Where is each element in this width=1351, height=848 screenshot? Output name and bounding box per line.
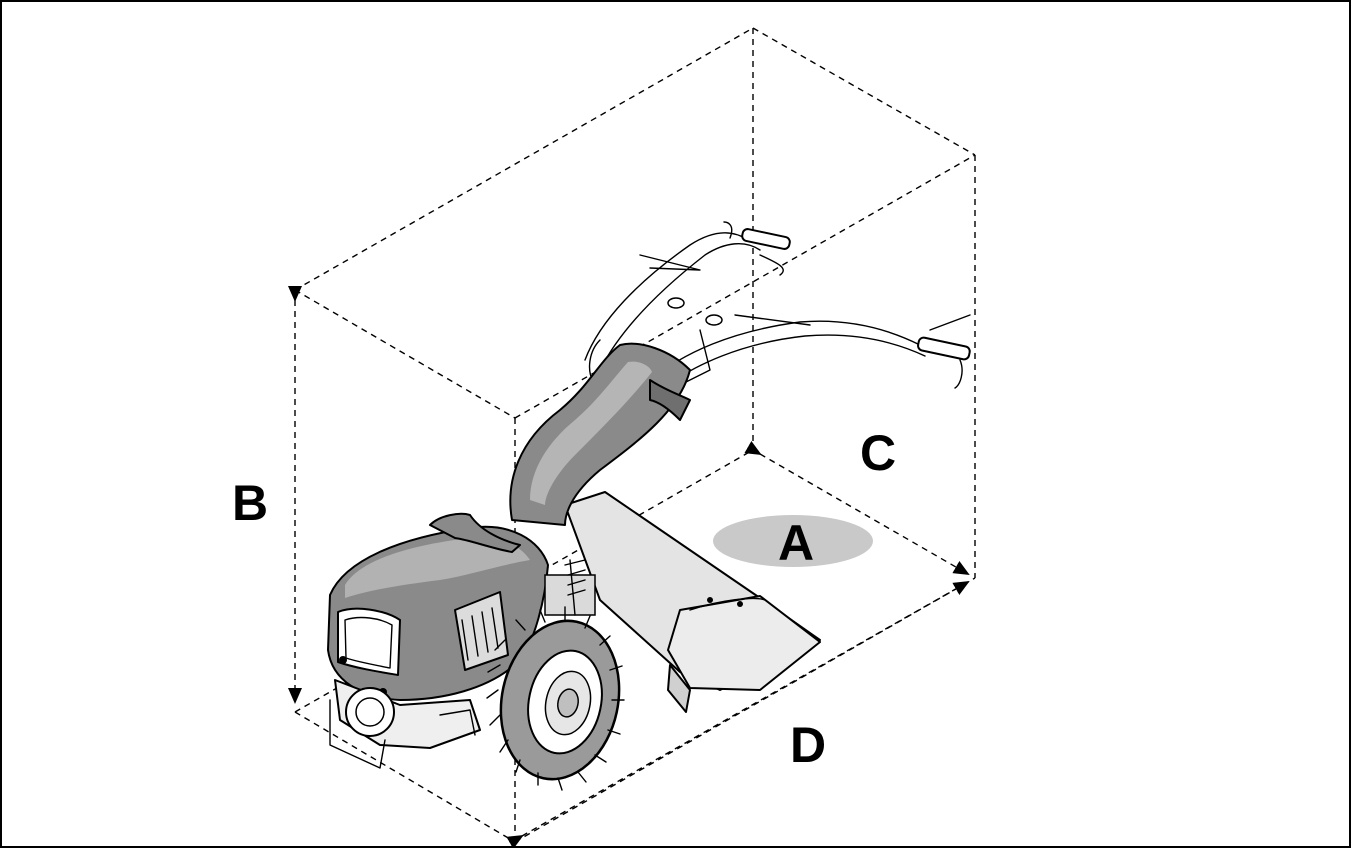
dimension-label-b: B xyxy=(232,475,268,531)
engine-block xyxy=(329,559,596,769)
right-grip xyxy=(917,336,971,361)
tiller-hood xyxy=(564,491,821,713)
tire-treads xyxy=(486,606,625,791)
column-cover xyxy=(509,342,691,526)
length-arrow xyxy=(506,581,970,848)
left-grip xyxy=(741,228,791,250)
width-arrow xyxy=(744,440,970,575)
engine-cover xyxy=(327,512,549,701)
dimension-label-d: D xyxy=(790,717,826,773)
working-area-ellipse xyxy=(713,515,873,567)
wheel xyxy=(486,606,625,791)
dimension-label-c: C xyxy=(860,425,896,481)
dimension-label-a: A xyxy=(778,515,814,571)
dimension-arrows xyxy=(288,286,970,848)
